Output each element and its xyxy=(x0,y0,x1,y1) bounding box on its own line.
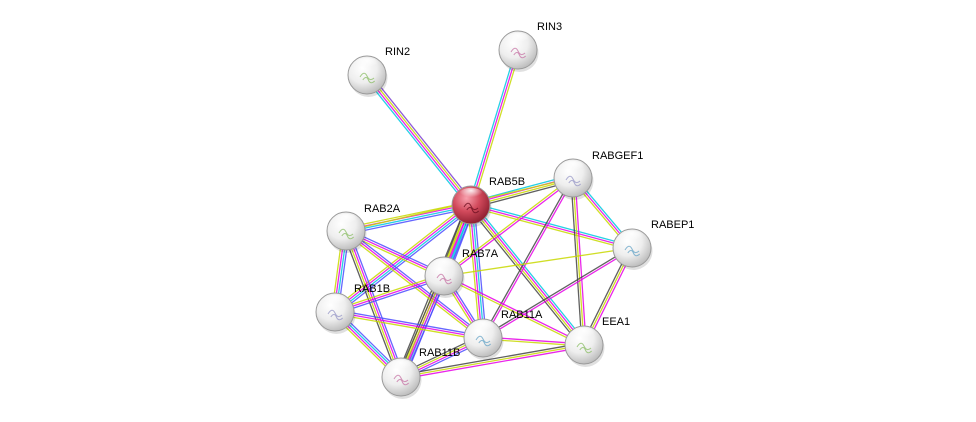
edge-evidence-cyan xyxy=(472,202,587,344)
node-eea1[interactable]: EEA1 xyxy=(564,316,630,367)
protein-structure-icon xyxy=(338,228,355,240)
edge-evidence-cyan xyxy=(468,49,517,205)
edge-evidence-magenta xyxy=(470,49,519,206)
edge-evidence-magenta xyxy=(470,204,633,249)
node-gloss xyxy=(458,187,484,202)
node-label: RAB7A xyxy=(462,248,499,260)
node-rab2a[interactable]: RAB2A xyxy=(326,203,401,253)
node-gloss xyxy=(333,213,359,228)
protein-structure-icon xyxy=(576,342,593,354)
edge-evidence-black xyxy=(570,178,583,346)
node-gloss xyxy=(619,230,645,245)
node-gloss xyxy=(354,57,380,72)
edge-rab7a-eea1[interactable] xyxy=(443,274,585,347)
edge-evidence-yellow xyxy=(443,276,584,347)
edge-evidence-yellow xyxy=(469,205,584,347)
node-rin2[interactable]: RIN2 xyxy=(347,46,410,97)
node-rab11b[interactable]: RAB11B xyxy=(381,347,460,399)
edge-evidence-yellow xyxy=(442,176,573,276)
edge-evidence-yellow xyxy=(443,247,633,277)
edge-evidence-yellow xyxy=(572,177,585,346)
edge-evidence-black xyxy=(468,206,583,348)
edge-rab5b-rin3[interactable] xyxy=(468,49,521,206)
node-rab7a[interactable]: RAB7A xyxy=(424,248,499,298)
protein-structure-icon xyxy=(475,335,492,347)
edge-evidence-magenta xyxy=(346,230,403,377)
edge-rabgef1-rab7a[interactable] xyxy=(442,176,575,278)
node-label: RAB2A xyxy=(364,203,401,215)
node-label: RAB11A xyxy=(501,309,543,321)
edge-rab1b-rab11a[interactable] xyxy=(334,309,484,341)
edge-evidence-yellow xyxy=(334,313,483,341)
node-gloss xyxy=(571,327,597,342)
edge-evidence-black xyxy=(481,177,573,338)
edge-evidence-blue xyxy=(335,309,484,337)
edge-evidence-magenta xyxy=(345,230,484,339)
edge-evidence-yellow xyxy=(472,50,521,206)
node-label: RIN2 xyxy=(385,46,410,58)
protein-structure-icon xyxy=(565,175,582,187)
edge-evidence-black xyxy=(342,231,399,379)
node-rabep1[interactable]: RABEP1 xyxy=(612,219,694,270)
protein-structure-icon xyxy=(463,202,480,214)
edge-rab5b-rin2[interactable] xyxy=(364,72,474,208)
node-gloss xyxy=(322,294,348,309)
edge-evidence-magenta xyxy=(444,274,585,345)
edge-rabgef1-rab11a[interactable] xyxy=(481,177,575,339)
edge-eea1-rab11b[interactable] xyxy=(400,342,585,380)
node-label: RIN3 xyxy=(537,21,562,33)
node-gloss xyxy=(470,320,496,335)
edge-evidence-yellow xyxy=(344,231,401,378)
edge-evidence-magenta xyxy=(574,177,587,345)
node-gloss xyxy=(560,160,586,175)
edge-evidence-black xyxy=(400,342,584,376)
edge-evidence-blue xyxy=(348,229,405,377)
edge-evidence-magenta xyxy=(334,311,484,339)
node-rin3[interactable]: RIN3 xyxy=(498,21,562,72)
node-label: RAB11B xyxy=(419,347,460,359)
edge-evidence-yellow xyxy=(470,206,632,251)
edge-rab5b-eea1[interactable] xyxy=(468,202,587,348)
edge-evidence-magenta xyxy=(483,178,575,339)
edge-rab5b-rabep1[interactable] xyxy=(470,202,633,251)
node-label: EEA1 xyxy=(602,316,630,328)
node-label: RABEP1 xyxy=(651,219,694,231)
protein-structure-icon xyxy=(624,245,641,257)
edge-evidence-yellow xyxy=(367,73,473,205)
edge-evidence-blue xyxy=(346,207,472,235)
node-gloss xyxy=(388,359,414,374)
edge-evidence-cyan xyxy=(364,76,470,208)
protein-structure-icon xyxy=(359,72,376,84)
protein-structure-icon xyxy=(510,47,527,59)
node-label: RAB5B xyxy=(489,176,525,188)
node-gloss xyxy=(431,258,457,273)
node-gloss xyxy=(505,32,531,47)
edge-rabep1-rab11a[interactable] xyxy=(482,246,633,340)
edge-evidence-magenta xyxy=(333,203,471,312)
node-label: RABGEF1 xyxy=(592,150,643,162)
protein-structure-icon xyxy=(393,374,410,386)
protein-structure-icon xyxy=(436,273,453,285)
edge-evidence-magenta xyxy=(401,346,585,380)
protein-structure-icon xyxy=(327,309,344,321)
edge-evidence-yellow xyxy=(400,344,585,378)
edge-evidence-magenta xyxy=(483,248,633,340)
edge-evidence-purple xyxy=(368,72,474,204)
edge-rab2a-rab11b[interactable] xyxy=(342,229,405,379)
edge-evidence-cyan xyxy=(346,205,472,233)
edge-rabgef1-eea1[interactable] xyxy=(570,177,587,346)
node-rabgef1[interactable]: RABGEF1 xyxy=(553,150,643,200)
node-label: RAB1B xyxy=(354,283,390,295)
edge-evidence-black xyxy=(482,246,632,338)
node-rab1b[interactable]: RAB1B xyxy=(315,283,390,334)
node-rab5b[interactable]: RAB5B xyxy=(451,176,525,227)
edge-evidence-magenta xyxy=(471,203,586,345)
edge-rabep1-rab7a[interactable] xyxy=(443,247,633,277)
edge-evidence-magenta xyxy=(444,178,575,278)
node-rab11a[interactable]: RAB11A xyxy=(463,309,543,360)
edge-evidence-magenta xyxy=(365,75,471,207)
edge-evidence-cyan xyxy=(471,202,633,247)
